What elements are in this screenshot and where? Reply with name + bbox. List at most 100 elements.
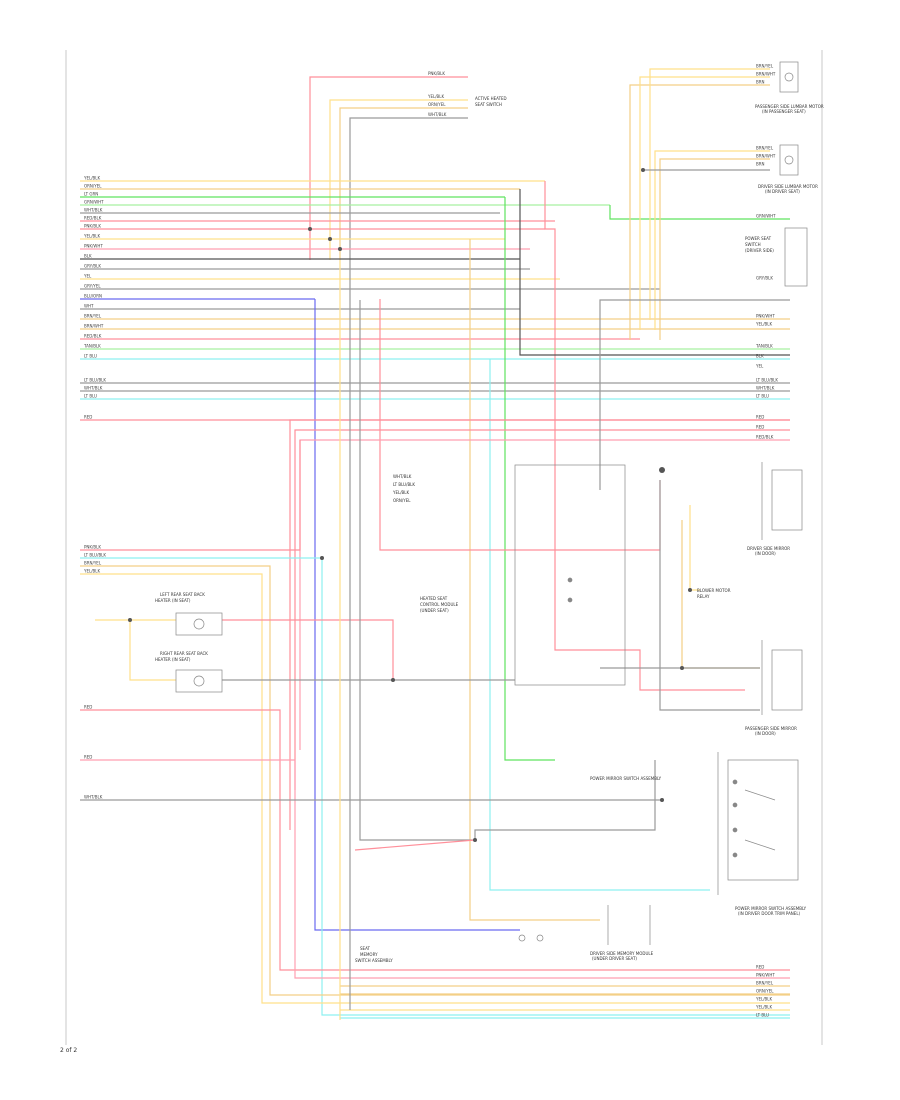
heater-right-a bbox=[222, 619, 394, 680]
frame bbox=[65, 50, 823, 1045]
lower-left-label-4: RED bbox=[84, 705, 92, 710]
caption-c3: POWER SEAT bbox=[745, 236, 772, 241]
lower-left-label-0: PNK/BLK bbox=[84, 545, 101, 550]
lower-left-4 bbox=[80, 709, 790, 971]
vertical-black bbox=[519, 189, 790, 356]
harness-label-15: BRN/YEL bbox=[84, 314, 102, 319]
harness-label-3: GRN/WHT bbox=[84, 200, 104, 205]
right-label-5: BRN bbox=[756, 162, 765, 167]
right-label-14: WHT/BLK bbox=[756, 386, 775, 391]
right-label-9: YEL/BLK bbox=[755, 322, 773, 327]
wires-layer bbox=[80, 68, 790, 1020]
right-label-11: BLK bbox=[756, 354, 764, 359]
top-wire-label-1: YEL/BLK bbox=[427, 94, 445, 99]
lower-left-2 bbox=[80, 565, 790, 996]
top-note-1: ACTIVE HEATED bbox=[475, 96, 507, 101]
page-number: 2 of 2 bbox=[60, 1047, 77, 1054]
right-label-19: RED bbox=[756, 965, 764, 970]
harness-label-16: BRN/WHT bbox=[84, 324, 104, 329]
group-a-2: LT BLU/BLK bbox=[393, 482, 415, 487]
group-a-3: YEL/BLK bbox=[392, 490, 410, 495]
harness-label-7: YEL/BLK bbox=[83, 234, 101, 239]
right-label-20: PNK/WHT bbox=[756, 973, 775, 978]
caption-c3c: (DRIVER SIDE) bbox=[745, 248, 774, 253]
harness-label-14: WHT bbox=[84, 304, 94, 309]
lower-left-1 bbox=[80, 557, 790, 1016]
lower-left-0 bbox=[80, 440, 301, 551]
caption-c4c: (UNDER SEAT) bbox=[420, 608, 449, 613]
harness-label-17: RED/BLK bbox=[84, 334, 102, 339]
caption-c1b: (IN PASSENGER SEAT) bbox=[762, 109, 806, 114]
right-label-7: GRY/BLK bbox=[756, 276, 773, 281]
right-label-2: BRN bbox=[756, 80, 765, 85]
lumbar-1c bbox=[649, 68, 770, 320]
harness-label-4: WHT/BLK bbox=[84, 208, 103, 213]
top-note-2: SEAT SWITCH bbox=[475, 102, 502, 107]
right-label-8: PNK/WHT bbox=[756, 314, 775, 319]
vertical-blue bbox=[314, 299, 520, 931]
caption-c9: BLOWER MOTOR bbox=[697, 588, 731, 593]
right-label-23: YEL/BLK bbox=[755, 997, 773, 1002]
red-diag bbox=[354, 839, 476, 851]
right-label-0: BRN/YEL bbox=[756, 64, 774, 69]
right-label-13: LT BLU/BLK bbox=[756, 378, 778, 383]
caption-c8: RIGHT REAR SEAT BACK bbox=[160, 651, 208, 656]
right-label-1: BRN/WHT bbox=[756, 72, 776, 77]
harness-label-8: PNK/WHT bbox=[84, 244, 103, 249]
right-label-6: GRN/WHT bbox=[756, 214, 776, 219]
caption-c6: PASSENGER SIDE MIRROR bbox=[745, 726, 797, 731]
lower-left-label-3: YEL/BLK bbox=[83, 569, 101, 574]
caption-c12c: SWITCH ASSEMBLY bbox=[355, 958, 393, 963]
caption-c10-alt: POWER MIRROR SWITCH ASSEMBLY bbox=[590, 776, 662, 781]
right-label-22: ORN/YEL bbox=[756, 989, 774, 994]
top-wire-label-3: WHT/BLK bbox=[428, 112, 447, 117]
right-label-3: BRN/YEL bbox=[756, 146, 774, 151]
component-symbols bbox=[175, 61, 808, 945]
caption-c12b: MEMORY bbox=[360, 952, 378, 957]
caption-c4: HEATED SEAT bbox=[420, 596, 448, 601]
harness-label-18: TAN/BLK bbox=[83, 344, 101, 349]
right-red-0 bbox=[289, 419, 790, 830]
harness-label-5: RED/BLK bbox=[84, 216, 102, 221]
right-red-1 bbox=[294, 429, 790, 790]
harness-label-10: GRY/BLK bbox=[84, 264, 101, 269]
caption-c10: POWER MIRROR SWITCH ASSEMBLY bbox=[735, 906, 807, 911]
right-red-2 bbox=[299, 439, 790, 750]
harness-label-2: LT GRN bbox=[84, 192, 98, 197]
lower-left-label-1: LT BLU/BLK bbox=[84, 553, 106, 558]
caption-c10b: (IN DRIVER DOOR TRIM PANEL) bbox=[738, 911, 801, 916]
mirror-yellow bbox=[689, 505, 700, 591]
caption-c8b: HEATER (IN SEAT) bbox=[155, 657, 191, 662]
harness-label-0: YEL/BLK bbox=[83, 176, 101, 181]
right-label-12: YEL bbox=[755, 364, 764, 369]
lumbar-2b bbox=[659, 158, 770, 340]
caption-c5: DRIVER SIDE MIRROR bbox=[747, 546, 790, 551]
switch-gray bbox=[599, 299, 790, 490]
right-label-21: BRN/YEL bbox=[756, 981, 774, 986]
top-wire-0 bbox=[309, 76, 468, 260]
caption-c6b: (IN DOOR) bbox=[755, 731, 776, 736]
mirror-gray-2 bbox=[659, 480, 760, 711]
lower-left-label-2: BRN/YEL bbox=[84, 561, 102, 566]
vertical-green bbox=[504, 197, 555, 761]
lower-left-3 bbox=[80, 573, 790, 1004]
splice-dots bbox=[128, 168, 692, 842]
top-wire-2 bbox=[339, 107, 468, 260]
green-to-switch bbox=[609, 205, 790, 220]
harness-label-19: LT BLU bbox=[84, 354, 97, 359]
caption-c7: LEFT REAR SEAT BACK bbox=[160, 592, 205, 597]
harness-label-6: PNK/BLK bbox=[84, 224, 101, 229]
harness-label-23: RED bbox=[84, 415, 92, 420]
right-label-25: LT BLU bbox=[756, 1013, 769, 1018]
lower-left-5 bbox=[80, 759, 790, 979]
caption-c1: PASSENGER SIDE LUMBAR MOTOR bbox=[755, 104, 824, 109]
right-label-24: YEL/BLK bbox=[755, 1005, 773, 1010]
vertical-red-main bbox=[544, 181, 745, 691]
group-a-4: ORN/YEL bbox=[393, 498, 411, 503]
harness-label-12: GRY/YEL bbox=[84, 284, 101, 289]
vertical-cyan bbox=[489, 359, 710, 891]
caption-c2b: (IN DRIVER SEAT) bbox=[765, 189, 800, 194]
lower-left-label-5: RED bbox=[84, 755, 92, 760]
right-label-17: RED bbox=[756, 425, 764, 430]
